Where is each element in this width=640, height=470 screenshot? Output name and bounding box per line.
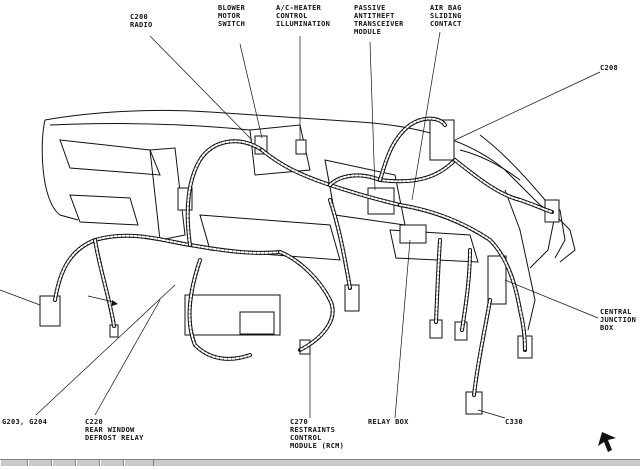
leader-blower [239,43,263,139]
leader-lines [0,31,601,419]
leader-central [504,279,599,319]
label-line: DEFROST RELAY [85,434,144,442]
leader-c330 [477,409,506,419]
leader-airbag [411,31,441,201]
wiring-harness [53,116,554,397]
label-line: C220 [85,418,103,426]
label-c330: C330 [505,418,523,426]
leader-arrow-left [87,295,115,303]
label-line: RADIO [130,21,153,29]
label-line: RESTRAINTS [290,426,335,434]
label-line: SWITCH [218,20,245,28]
label-line: BLOWER [218,4,246,12]
components [39,119,560,415]
label-line: ILLUMINATION [276,20,330,28]
label-line: TRANSCEIVER [354,20,404,28]
label-line: C200 [130,13,148,21]
label-c208: C208 [600,64,618,72]
arrow-head [112,300,118,306]
status-segment [28,460,52,466]
label-line: BOX [600,324,614,332]
label-relay-box: RELAY BOX [368,418,409,426]
label-line: RELAY BOX [368,418,409,426]
leader-left-edge [0,289,41,306]
label-line: AIR BAG [430,4,462,12]
relay-box-block [399,224,427,244]
status-segment [100,460,124,466]
status-segment [52,460,76,466]
airbag-sliding-contact-block [429,119,455,161]
label-line: REAR WINDOW [85,426,135,434]
status-segment [124,460,154,466]
label-line: C270 [290,418,308,426]
label-line: CONTROL [290,434,322,442]
label-g203-g204: G203, G204 [2,418,47,426]
label-line: C330 [505,418,523,426]
front-arrow-icon [598,432,616,452]
label-line: CENTRAL [600,308,632,316]
instrument-panel [41,109,576,331]
label-line: MODULE [354,28,381,36]
status-bar [0,459,640,466]
label-line: JUNCTION [600,316,636,324]
ac-heater-illumination-block [295,139,307,155]
leader-g203 [35,284,176,416]
label-line: CONTACT [430,20,462,28]
label-line: ANTITHEFT [354,12,395,20]
label-line: CONTROL [276,12,308,20]
status-segment [76,460,100,466]
label-line: A/C-HEATER [276,4,322,12]
leader-c200 [149,35,253,141]
label-line: G203, G204 [2,418,47,426]
label-line: SLIDING [430,12,462,20]
leader-relay [394,239,411,419]
label-line: PASSIVE [354,4,386,12]
label-line: MOTOR [218,12,241,20]
label-line: MODULE (RCM) [290,442,344,450]
g203-g204-connector [39,295,61,327]
leader-c208 [454,71,601,141]
central-junction-box [487,255,507,305]
label-line: C208 [600,64,618,72]
leader-c220 [94,299,161,416]
status-segment [0,460,28,466]
restraints-control-module [239,311,275,335]
leader-passive [369,41,376,191]
harness-connector-mid [344,284,360,312]
